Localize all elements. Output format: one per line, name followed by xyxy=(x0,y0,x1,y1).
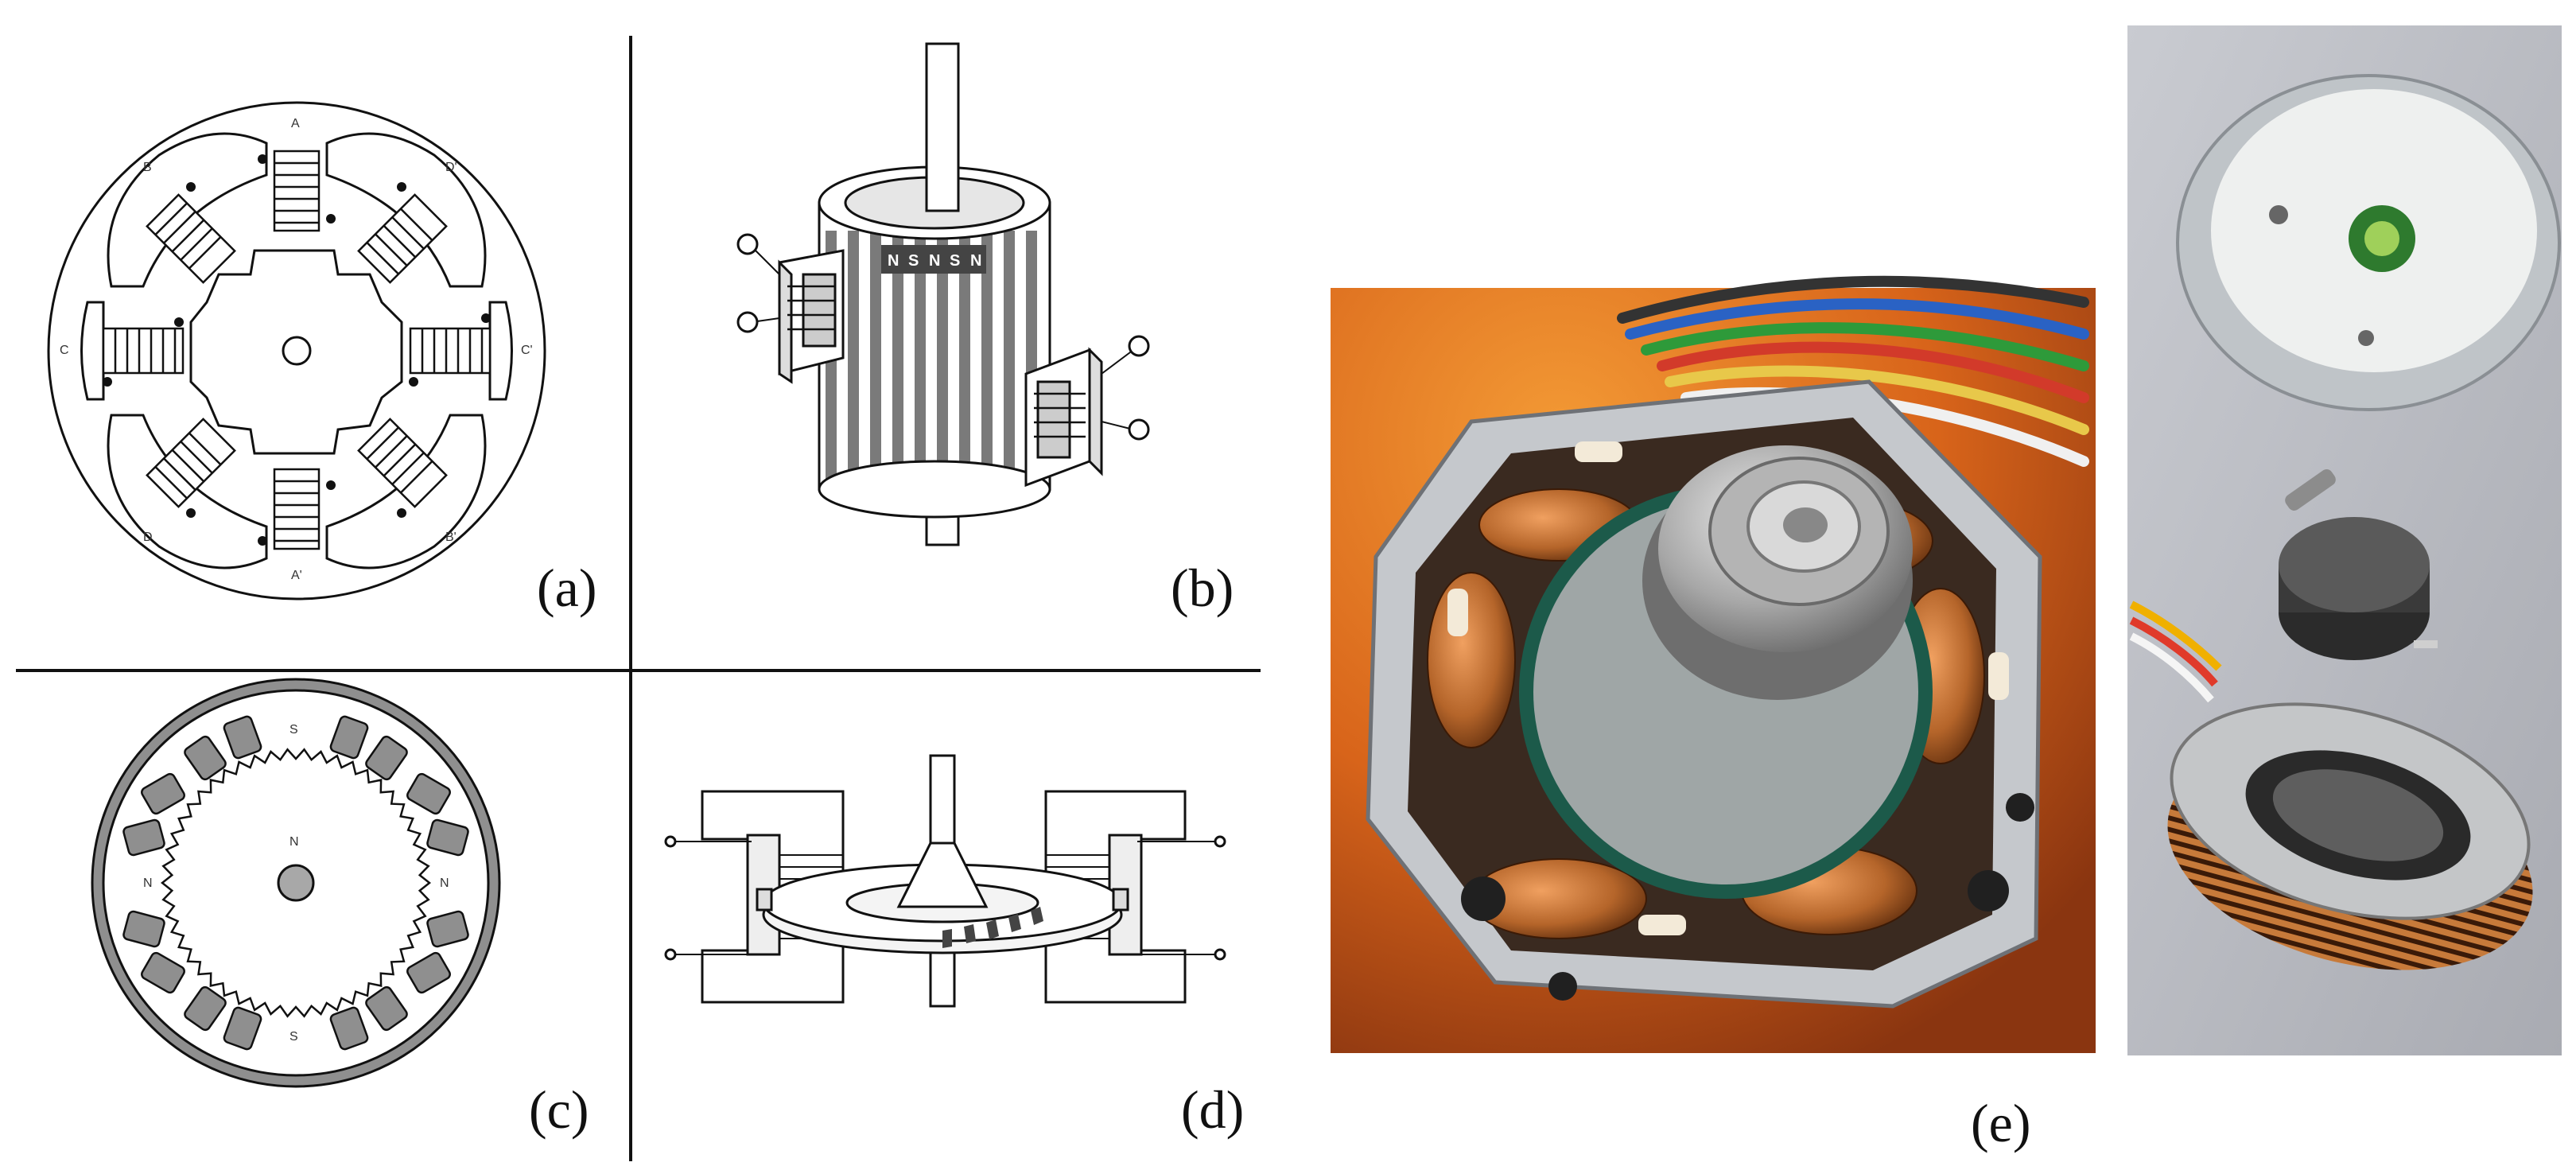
pole-label-a: A xyxy=(291,117,300,130)
magnet-label-5: N xyxy=(970,252,981,270)
stator-label-left-n: N xyxy=(143,877,153,890)
rotor-cylinder: N S N S N xyxy=(818,42,1051,519)
pole-label-a-prime: A' xyxy=(291,569,302,582)
pole-label-c-prime: C' xyxy=(521,344,533,357)
pole-coils xyxy=(102,150,491,550)
pole-label-d-prime: D' xyxy=(445,161,457,174)
panel-label-b: (b) xyxy=(1171,558,1234,618)
panel-a-stator-schematic: A B C D A' B' C' D' (a) xyxy=(47,101,596,618)
panel-label-e: (e) xyxy=(1971,1093,2030,1153)
stator-label-right-n: N xyxy=(440,877,449,890)
rotor-label-n: N xyxy=(289,835,299,849)
pole-label-c: C xyxy=(60,344,69,357)
mounting-holes xyxy=(1461,793,2034,1001)
panel-c-hybrid-stepper-cross-section: N S S N N (c) xyxy=(91,678,589,1140)
rotor-shaft xyxy=(277,864,315,902)
pole-label-b-prime: B' xyxy=(445,531,457,544)
magnet-label-1: N xyxy=(888,252,899,270)
lower-shaft xyxy=(929,949,956,1008)
panel-b-permanent-magnet-rotor: N S N S N (b) xyxy=(736,42,1234,618)
panel-dividers xyxy=(16,36,1261,1161)
panel-d-disc-magnet-stepper: (d) xyxy=(664,754,1244,1140)
nylon-spacers xyxy=(1447,441,2009,935)
panel-label-a: (a) xyxy=(537,558,596,618)
magnet-label-4: S xyxy=(950,252,960,270)
housing-cover xyxy=(2176,74,2561,411)
panel-label-c: (c) xyxy=(529,1079,589,1140)
left-stator-pole xyxy=(736,233,845,384)
terminal-dots xyxy=(103,154,491,546)
pole-label-d: D xyxy=(143,531,153,544)
magnet-label-3: N xyxy=(929,252,940,270)
stator-teeth-blocks xyxy=(122,715,469,1051)
magnet-label-2: S xyxy=(908,252,919,270)
panel-e-photo-pancake-stepper xyxy=(2127,25,2562,1055)
stator-label-bottom-s: S xyxy=(289,1030,298,1044)
rotor-pole-labels: N S S N N xyxy=(143,723,449,1044)
magnet-rotor xyxy=(2279,469,2438,660)
panel-label-d: (d) xyxy=(1181,1079,1244,1140)
magnet-disc xyxy=(756,842,1129,954)
stator-label-top-s: S xyxy=(289,723,298,737)
right-stator-pole xyxy=(1024,335,1150,488)
pole-label-b: B xyxy=(143,161,152,174)
pole-labels: A B C D A' B' C' D' xyxy=(60,117,533,582)
magnet-labels: N S N S N xyxy=(888,252,981,270)
panel-e-photo-disassembled-stepper xyxy=(1331,275,2096,1053)
shaft-bearing xyxy=(1642,445,1913,700)
shaft-hole xyxy=(282,336,312,366)
coil-stator xyxy=(2129,601,2533,970)
